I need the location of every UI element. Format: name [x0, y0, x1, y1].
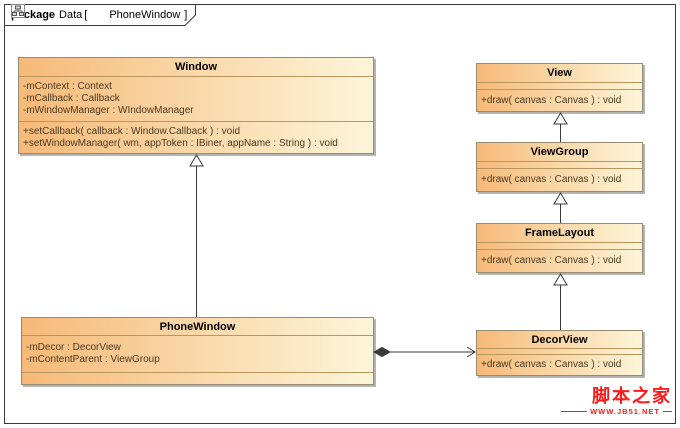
attributes-compartment: [477, 82, 642, 89]
class-title: DecorView: [531, 333, 588, 346]
class-decorview: DecorView +draw( canvas : Canvas ) : voi…: [476, 330, 643, 376]
composition-arrow-phonewindow-decorview: [372, 346, 476, 358]
generalization-arrow-phonewindow-window: [189, 154, 204, 317]
package-tab-shape: [4, 4, 196, 26]
attribute: -mDecor : DecorView: [26, 342, 121, 353]
class-title: View: [547, 67, 572, 79]
bracket-open: [: [84, 8, 88, 21]
operation: +draw( canvas : Canvas ) : void: [481, 255, 622, 266]
watermark: 脚本之家 WWW.JB51.NET: [561, 387, 672, 416]
class-title: ViewGroup: [530, 146, 589, 158]
generalization-arrow-viewgroup-view: [553, 112, 568, 142]
attributes-compartment: [477, 348, 642, 354]
class-view: View +draw( canvas : Canvas ) : void: [476, 63, 643, 112]
class-title: PhoneWindow: [159, 320, 236, 333]
class-viewgroup: ViewGroup +draw( canvas : Canvas ) : voi…: [476, 142, 643, 192]
operations-compartment: +draw( canvas : Canvas ) : void: [477, 168, 642, 191]
operations-compartment: +setCallback( callback : Window.Callback…: [19, 121, 373, 153]
attributes-compartment: [477, 161, 642, 168]
bracket-close: ]: [184, 8, 188, 21]
class-framelayout: FrameLayout +draw( canvas : Canvas ) : v…: [476, 223, 643, 273]
class-title: FrameLayout: [524, 227, 595, 239]
attributes-compartment: -mDecor : DecorView -mContentParent : Vi…: [22, 335, 373, 372]
watermark-line-right: [663, 411, 672, 412]
generalization-arrow-decorview-framelayout: [553, 273, 568, 330]
package-name: Data: [59, 8, 83, 21]
class-window: Window -mContext : Context -mCallback : …: [18, 57, 374, 154]
attribute: -mCallback : Callback: [23, 93, 120, 104]
operation: +draw( canvas : Canvas ) : void: [481, 174, 622, 185]
attribute: -mWindowManager : WIndowManager: [23, 105, 194, 116]
watermark-line-left: [561, 411, 588, 412]
attribute: -mContentParent : ViewGroup: [26, 354, 160, 365]
operations-compartment: +draw( canvas : Canvas ) : void: [477, 249, 642, 272]
watermark-title: 脚本之家: [592, 386, 672, 406]
attribute: -mContext : Context: [23, 81, 112, 92]
operation: +setCallback( callback : Window.Callback…: [23, 125, 241, 137]
class-diagram-icon: [11, 4, 105, 22]
diagram-name: PhoneWindow: [109, 8, 181, 21]
watermark-url: WWW.JB51.NET: [561, 407, 672, 416]
class-title: Window: [174, 61, 218, 73]
operations-compartment: +draw( canvas : Canvas ) : void: [477, 354, 642, 375]
operations-compartment: [22, 372, 373, 384]
operations-compartment: +draw( canvas : Canvas ) : void: [477, 89, 642, 111]
operation: +draw( canvas : Canvas ) : void: [481, 359, 622, 370]
operation: +setWindowManager( wm, appToken : IBiner…: [23, 137, 338, 149]
generalization-arrow-framelayout-viewgroup: [553, 192, 568, 223]
package-tab: package Data [ PhoneWindow ]: [4, 4, 200, 27]
diagram-frame: [4, 4, 676, 424]
watermark-url-text: WWW.JB51.NET: [590, 407, 660, 416]
attributes-compartment: [477, 242, 642, 249]
attributes-compartment: -mContext : Context -mCallback : Callbac…: [19, 76, 373, 121]
class-phonewindow: PhoneWindow -mDecor : DecorView -mConten…: [21, 317, 374, 385]
operation: +draw( canvas : Canvas ) : void: [481, 94, 622, 106]
